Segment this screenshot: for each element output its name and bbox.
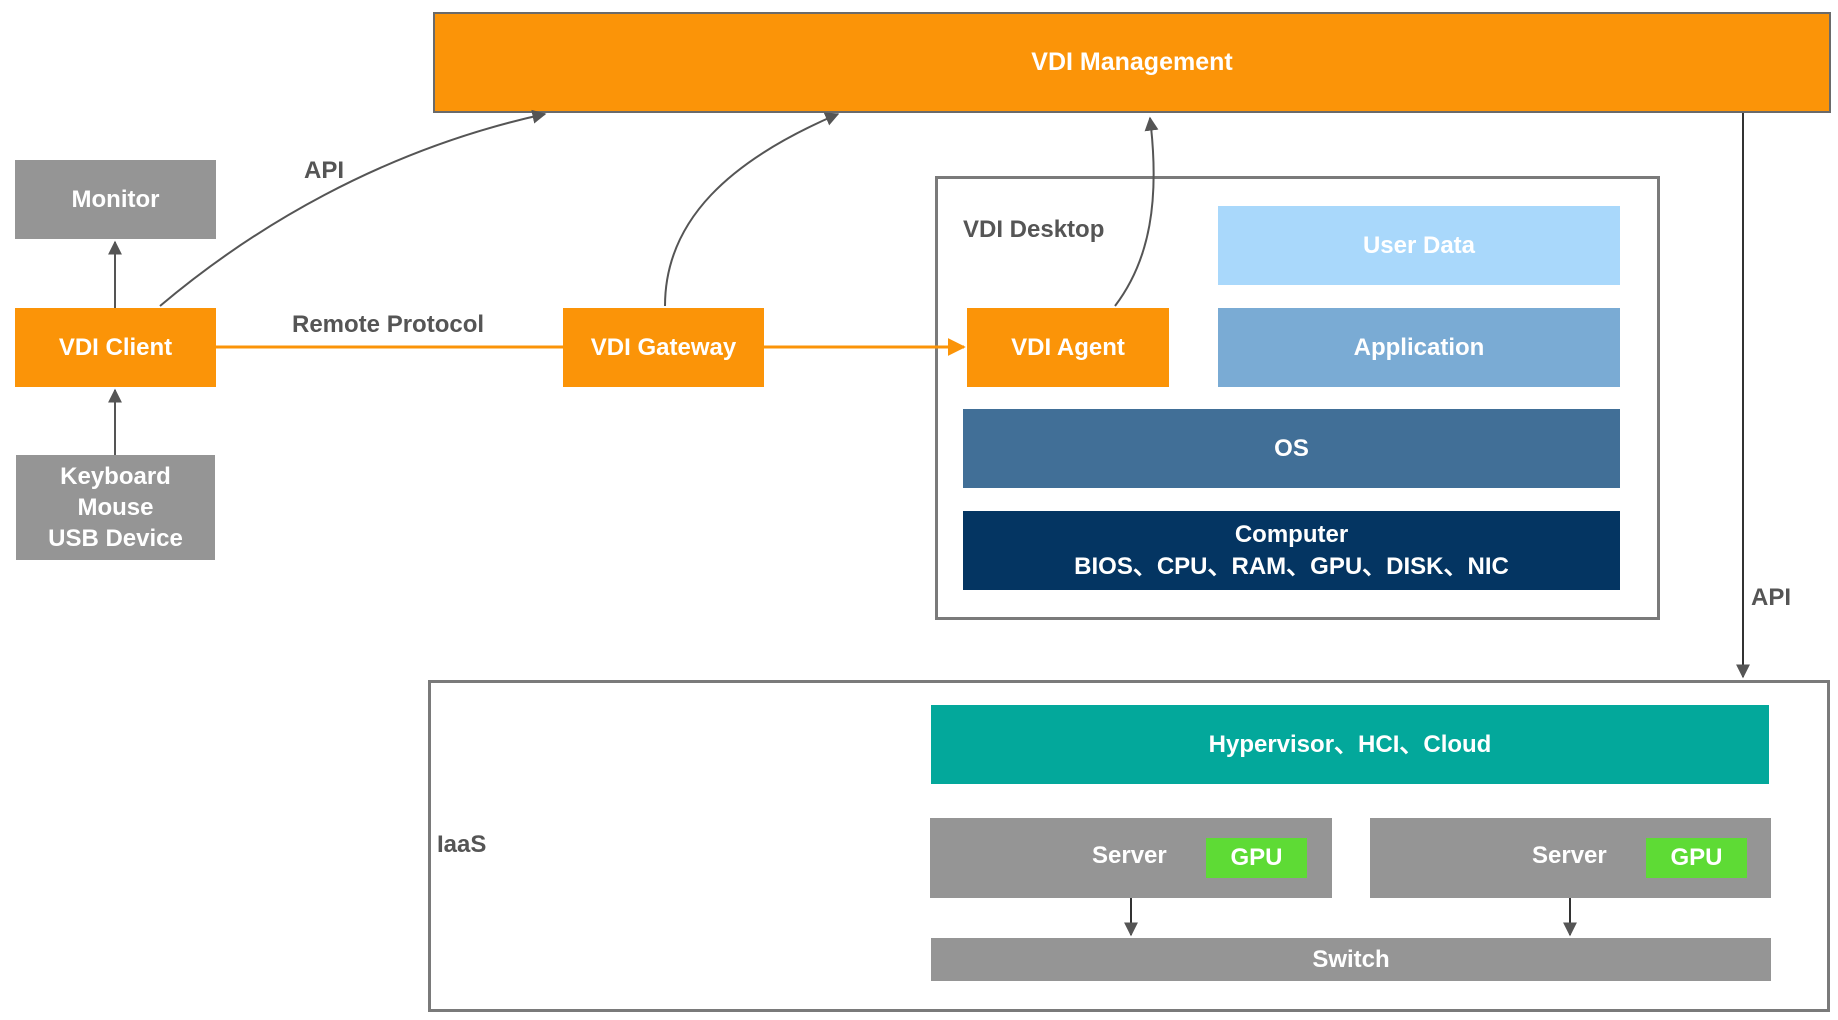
monitor-node: Monitor xyxy=(15,160,216,239)
mouse-label: Mouse xyxy=(77,493,154,521)
application-label: Application xyxy=(1353,333,1485,361)
computer-layer: Computer BIOS、CPU、RAM、GPU、DISK、NIC xyxy=(963,511,1620,590)
os-layer: OS xyxy=(963,409,1620,488)
client-to-management-arrow xyxy=(159,109,547,307)
gateway-to-management-arrow xyxy=(664,112,840,307)
iaas-title: IaaS xyxy=(437,831,487,858)
vdi-desktop-frame xyxy=(935,176,1660,620)
vdi-management-node: VDI Management xyxy=(433,12,1831,113)
iaas-frame xyxy=(428,680,1830,1012)
gpu-label-2: GPU xyxy=(1670,844,1723,872)
application-layer: Application xyxy=(1218,308,1620,387)
user-data-layer: User Data xyxy=(1218,206,1620,285)
vdi-gateway-label: VDI Gateway xyxy=(590,333,737,361)
vdi-agent-node: VDI Agent xyxy=(967,308,1169,387)
server-label-2: Server xyxy=(1532,842,1607,869)
server-node-1: Server GPU xyxy=(930,818,1332,898)
vdi-client-node: VDI Client xyxy=(15,308,216,387)
switch-label: Switch xyxy=(1312,945,1390,973)
computer-title: Computer xyxy=(1234,521,1349,549)
gpu-badge-2: GPU xyxy=(1646,838,1747,878)
remote-protocol-label: Remote Protocol xyxy=(292,311,485,338)
hypervisor-label: Hypervisor、HCI、Cloud xyxy=(1208,730,1492,758)
vdi-desktop-title: VDI Desktop xyxy=(963,216,1105,243)
vdi-client-label: VDI Client xyxy=(58,333,173,361)
vdi-gateway-node: VDI Gateway xyxy=(563,308,764,387)
monitor-label: Monitor xyxy=(71,185,160,213)
peripherals-node: Keyboard Mouse USB Device xyxy=(16,455,215,560)
os-label: OS xyxy=(1274,434,1309,462)
vdi-agent-label: VDI Agent xyxy=(1011,333,1125,361)
switch-node: Switch xyxy=(931,938,1771,981)
usb-device-label: USB Device xyxy=(48,525,183,553)
user-data-label: User Data xyxy=(1362,231,1476,259)
gpu-label-1: GPU xyxy=(1230,844,1283,872)
vdi-management-label: VDI Management xyxy=(1031,48,1233,77)
agent-to-management-arrow xyxy=(1114,116,1159,307)
keyboard-label: Keyboard xyxy=(60,462,171,490)
computer-components: BIOS、CPU、RAM、GPU、DISK、NIC xyxy=(1074,552,1509,580)
gpu-badge-1: GPU xyxy=(1206,838,1307,878)
management-api-label: API xyxy=(1751,584,1792,611)
client-api-label: API xyxy=(304,157,345,184)
server-node-2: Server GPU xyxy=(1370,818,1771,898)
server-label-1: Server xyxy=(1092,842,1167,869)
hypervisor-layer: Hypervisor、HCI、Cloud xyxy=(931,705,1769,784)
